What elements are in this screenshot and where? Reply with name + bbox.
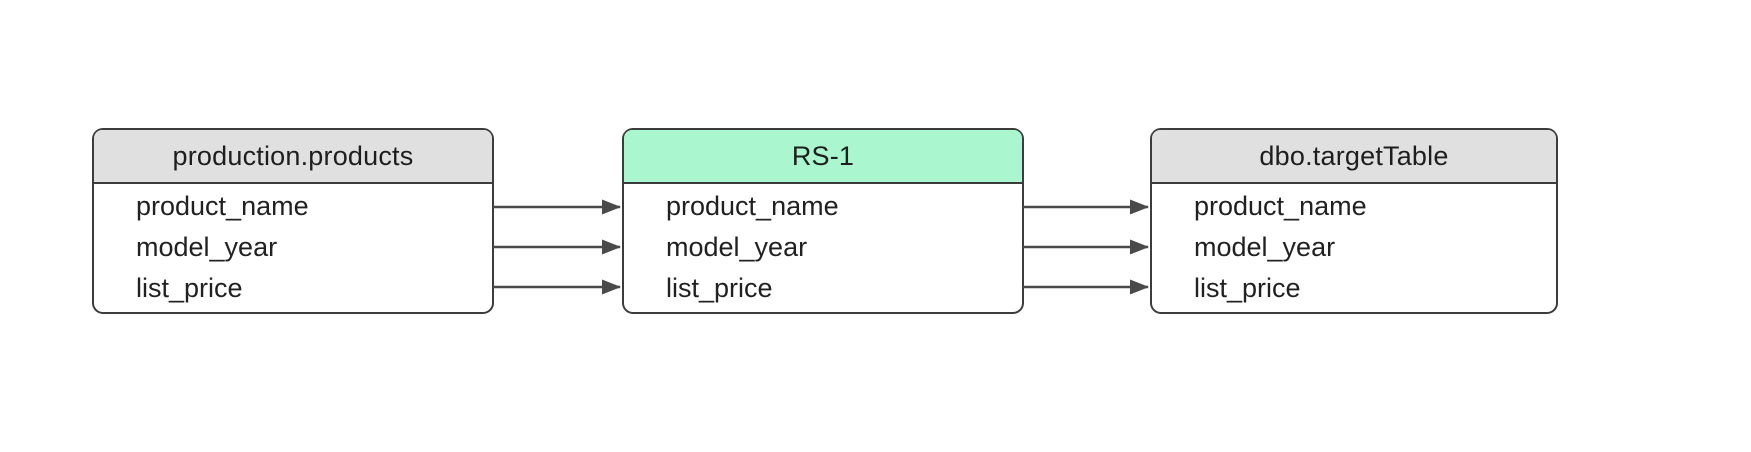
node-title: dbo.targetTable bbox=[1259, 140, 1449, 171]
node-field-list: product_name model_year list_price bbox=[624, 184, 1022, 309]
node-header[interactable]: dbo.targetTable bbox=[1152, 130, 1556, 184]
field-row-product-name[interactable]: product_name bbox=[1194, 191, 1367, 221]
field-row-list-price[interactable]: list_price bbox=[136, 273, 243, 303]
arrows-transform-to-target bbox=[1023, 199, 1149, 295]
field-row-list-price[interactable]: list_price bbox=[1194, 273, 1301, 303]
field-row-model-year[interactable]: model_year bbox=[1194, 232, 1336, 262]
node-field-list: product_name model_year list_price bbox=[94, 184, 492, 309]
node-field-list: product_name model_year list_price bbox=[1152, 184, 1556, 309]
node-title: RS-1 bbox=[791, 140, 855, 171]
node-header[interactable]: RS-1 bbox=[624, 130, 1022, 184]
node-target-table[interactable]: dbo.targetTable product_name model_year … bbox=[1150, 128, 1558, 314]
node-header[interactable]: production.products bbox=[94, 130, 492, 184]
field-row-model-year[interactable]: model_year bbox=[136, 232, 278, 262]
node-transform-rs1[interactable]: RS-1 product_name model_year list_price bbox=[622, 128, 1024, 314]
field-row-product-name[interactable]: product_name bbox=[136, 191, 309, 221]
node-source-table[interactable]: production.products product_name model_y… bbox=[92, 128, 494, 314]
field-row-list-price[interactable]: list_price bbox=[666, 273, 773, 303]
node-title: production.products bbox=[172, 140, 414, 171]
field-row-model-year[interactable]: model_year bbox=[666, 232, 808, 262]
arrows-source-to-transform bbox=[493, 199, 621, 295]
field-row-product-name[interactable]: product_name bbox=[666, 191, 839, 221]
